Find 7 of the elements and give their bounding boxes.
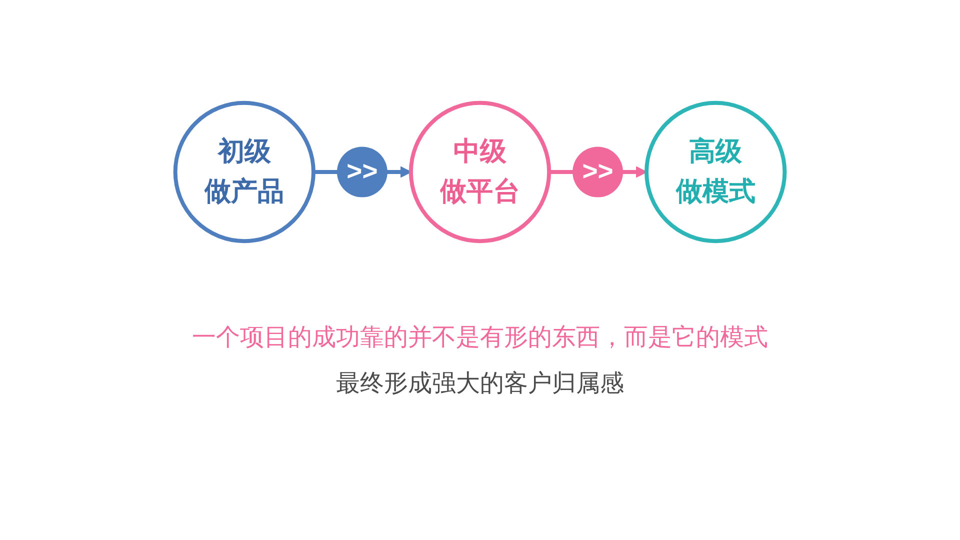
edge-label: >>: [346, 157, 378, 187]
highlight-text: 一个项目的成功靠的并不是有形的东西，而是它的模式: [192, 323, 768, 353]
node-circle: 中级 做平台: [408, 100, 552, 244]
edge-label: >>: [582, 157, 614, 187]
node-circle: 初级 做产品: [173, 100, 316, 244]
subtitle-text: 最终形成强大的客户归属感: [336, 369, 624, 399]
node-circle: 高级 做模式: [644, 100, 787, 244]
